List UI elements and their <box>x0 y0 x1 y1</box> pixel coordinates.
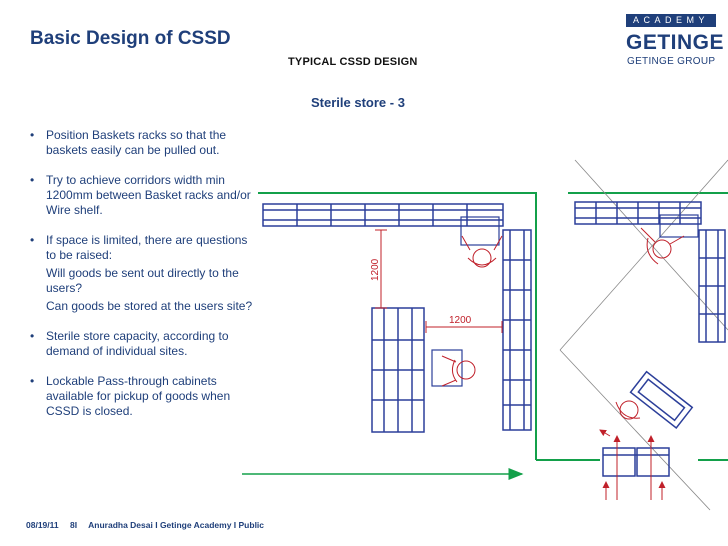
bullet-text: Position Baskets racks so that the baske… <box>46 128 227 157</box>
bullet-item: • Sterile store capacity, according to d… <box>30 329 255 359</box>
bullet-list: • Position Baskets racks so that the bas… <box>30 128 255 419</box>
getinge-logo: GETINGE <box>626 31 725 54</box>
footer: 08/19/11 8I Anuradha Desai I Getinge Aca… <box>26 520 264 530</box>
bullet-text: Lockable Pass-through cabinets available… <box>46 374 231 418</box>
dimension-vertical <box>375 229 387 309</box>
operator-figure <box>441 355 476 387</box>
bullet-dot: • <box>30 233 35 247</box>
bullet-dot: • <box>30 128 35 142</box>
page-title: Basic Design of CSSD <box>30 28 231 49</box>
operator-figure <box>461 235 503 268</box>
rack-right-left <box>502 229 532 431</box>
pass-through-cabinets-bottom <box>602 447 670 477</box>
dimension-horizontal <box>425 321 503 333</box>
room-walls <box>258 192 728 461</box>
bullet-item: • Position Baskets racks so that the bas… <box>30 128 255 158</box>
trolley <box>460 216 500 246</box>
bullet-item: • Lockable Pass-through cabinets availab… <box>30 374 255 419</box>
operator-figure <box>615 400 641 420</box>
academy-logo-bar: ACADEMY <box>626 14 716 27</box>
bullet-item: • If space is limited, there are questio… <box>30 233 255 314</box>
bullet-subtext: Will goods be sent out directly to the u… <box>46 266 239 295</box>
section-heading: Sterile store - 3 <box>311 95 405 110</box>
bullet-text: If space is limited, there are questions… <box>46 233 248 262</box>
footer-separator: 8I <box>70 520 78 530</box>
bullet-text: Try to achieve corridors width min 1200m… <box>46 173 251 217</box>
pass-through-cabinet <box>629 370 694 429</box>
bullet-dot: • <box>30 329 35 343</box>
rack-top-right <box>574 201 702 225</box>
footer-credit: Anuradha Desai I Getinge Academy I Publi… <box>88 520 265 530</box>
dimension-label-vertical: 1200 <box>370 258 381 281</box>
work-table <box>431 349 463 387</box>
rack-middle-left <box>371 307 425 433</box>
operator-figure <box>640 227 685 265</box>
diagram-subtitle: TYPICAL CSSD DESIGN <box>288 56 418 68</box>
bullet-dot: • <box>30 173 35 187</box>
rack-top-left <box>262 203 504 227</box>
trolley <box>659 214 699 238</box>
bullet-subtext: Can goods be stored at the users site? <box>46 299 253 313</box>
access-arrows <box>599 429 666 500</box>
getinge-group-label: GETINGE GROUP <box>627 56 716 67</box>
bullet-text: Sterile store capacity, according to dem… <box>46 329 229 358</box>
footer-date: 08/19/11 <box>26 520 59 530</box>
dimension-label-horizontal: 1200 <box>449 315 472 326</box>
rack-right-right <box>698 229 726 343</box>
view-diagonals <box>559 159 728 511</box>
bullet-dot: • <box>30 374 35 388</box>
bullet-item: • Try to achieve corridors width min 120… <box>30 173 255 218</box>
